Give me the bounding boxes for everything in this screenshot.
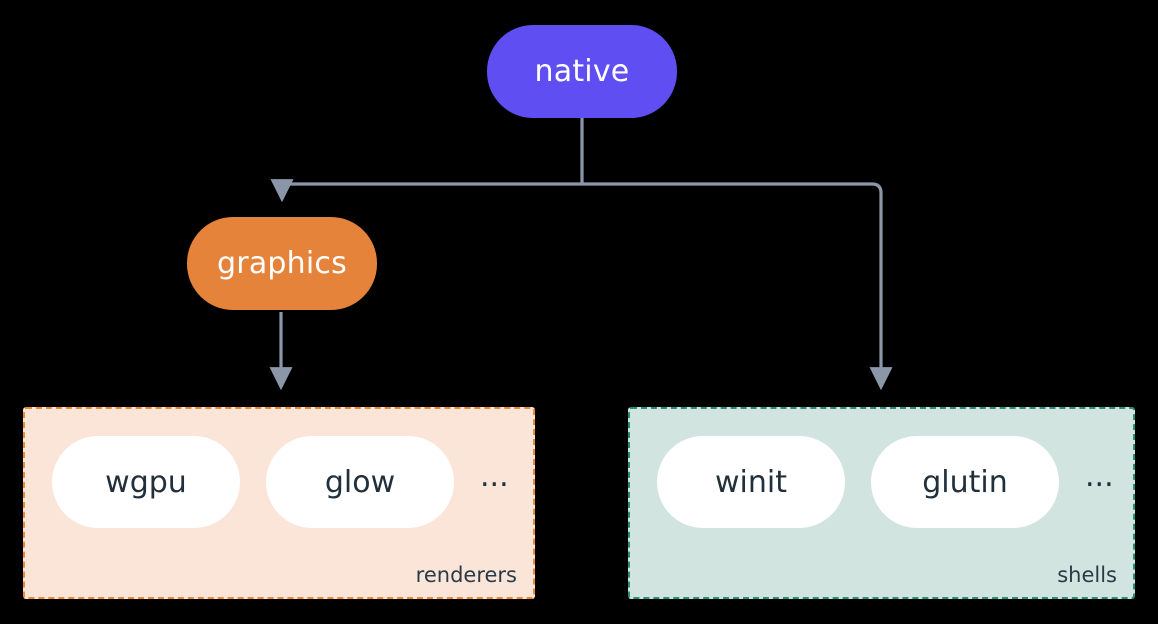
- pill-winit[interactable]: winit: [657, 436, 845, 528]
- shells-pill-row: winit glutin ...: [657, 436, 1114, 528]
- pill-glutin[interactable]: glutin: [871, 436, 1059, 528]
- node-native-label: native: [534, 54, 630, 89]
- pill-wgpu-label: wgpu: [105, 464, 187, 500]
- shells-overflow-ellipsis: ...: [1085, 459, 1114, 494]
- pill-glutin-label: glutin: [922, 464, 1008, 500]
- edge-native-to-graphics: [270, 179, 582, 203]
- group-shells: winit glutin ... shells: [628, 407, 1135, 599]
- group-renderers: wgpu glow ... renderers: [23, 407, 535, 599]
- pill-wgpu[interactable]: wgpu: [52, 436, 240, 528]
- pill-glow-label: glow: [324, 464, 396, 500]
- renderers-pill-row: wgpu glow ...: [52, 436, 509, 528]
- node-native[interactable]: native: [487, 25, 677, 118]
- pill-winit-label: winit: [715, 464, 787, 500]
- node-graphics[interactable]: graphics: [187, 217, 377, 310]
- group-renderers-label: renderers: [415, 563, 517, 587]
- renderers-overflow-ellipsis: ...: [480, 459, 509, 494]
- node-graphics-label: graphics: [217, 246, 347, 281]
- pill-glow[interactable]: glow: [266, 436, 454, 528]
- group-shells-label: shells: [1057, 563, 1117, 587]
- edge-native-to-shells: [582, 182, 893, 391]
